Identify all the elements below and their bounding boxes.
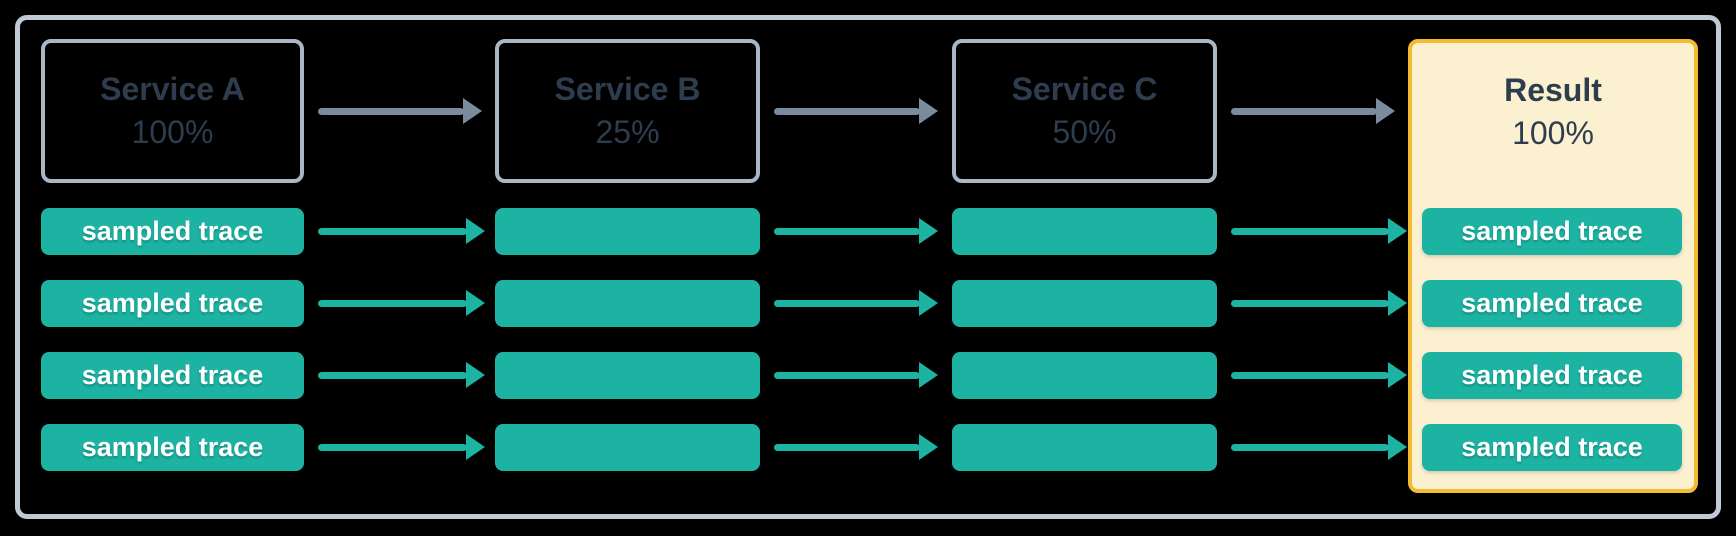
- service-a-box: Service A 100%: [41, 39, 304, 183]
- arrow-right-icon: [1231, 362, 1407, 388]
- trace-bar-label: sampled trace: [1461, 432, 1643, 462]
- arrow-head: [919, 362, 938, 388]
- arrow-shaft: [774, 299, 920, 307]
- service-b-box: Service B 25%: [495, 39, 760, 183]
- service-c-box: Service C 50%: [952, 39, 1217, 183]
- arrow-head: [1376, 98, 1395, 124]
- arrow-shaft: [774, 227, 920, 235]
- trace-bar-label: sampled trace: [81, 432, 264, 462]
- trace-bar-label: sampled trace: [81, 288, 264, 318]
- service-b-name: Service B: [554, 70, 701, 107]
- trace-bar-label: sampled trace: [1461, 216, 1643, 246]
- trace-bar: [495, 424, 760, 471]
- service-a-rate: 100%: [131, 114, 214, 150]
- arrow-shaft: [1231, 299, 1389, 307]
- arrow-head: [919, 218, 938, 244]
- arrow-right-icon: [774, 434, 938, 460]
- arrow-shaft: [318, 227, 467, 235]
- trace-bar: sampled trace: [41, 424, 304, 471]
- arrow-head: [463, 98, 482, 124]
- arrow-right-icon: [318, 98, 482, 124]
- arrow-right-icon: [774, 362, 938, 388]
- service-c-rate: 50%: [1052, 114, 1117, 150]
- arrow-shaft: [774, 443, 920, 451]
- arrow-head: [1388, 290, 1407, 316]
- trace-bar: [952, 280, 1217, 327]
- arrow-shaft: [1231, 371, 1389, 379]
- arrow-head: [466, 218, 485, 244]
- service-c-name: Service C: [1011, 70, 1158, 107]
- arrow-head: [1388, 434, 1407, 460]
- arrow-head: [466, 362, 485, 388]
- arrow-right-icon: [774, 218, 938, 244]
- arrow-right-icon: [1231, 290, 1407, 316]
- trace-bar: [495, 280, 760, 327]
- trace-bar: sampled trace: [1422, 352, 1682, 399]
- trace-bar: sampled trace: [1422, 280, 1682, 327]
- result-rate: 100%: [1512, 115, 1594, 152]
- arrow-head: [919, 434, 938, 460]
- arrow-head: [1388, 218, 1407, 244]
- arrow-right-icon: [318, 434, 485, 460]
- arrow-shaft: [1231, 227, 1389, 235]
- arrow-right-icon: [1231, 98, 1395, 124]
- trace-bar: sampled trace: [1422, 208, 1682, 255]
- arrow-right-icon: [774, 290, 938, 316]
- trace-bar: [952, 352, 1217, 399]
- arrow-head: [919, 98, 938, 124]
- trace-bar-label: sampled trace: [1461, 288, 1643, 318]
- arrow-shaft: [1231, 443, 1389, 451]
- trace-bar: [495, 208, 760, 255]
- arrow-shaft: [318, 299, 467, 307]
- arrow-shaft: [318, 107, 464, 115]
- arrow-head: [466, 434, 485, 460]
- trace-bar: sampled trace: [41, 280, 304, 327]
- service-a-name: Service A: [100, 70, 245, 107]
- arrow-right-icon: [774, 98, 938, 124]
- result-box: Result 100%: [1408, 39, 1698, 493]
- arrow-shaft: [774, 107, 920, 115]
- arrow-head: [466, 290, 485, 316]
- trace-bar: sampled trace: [1422, 424, 1682, 471]
- trace-bar: sampled trace: [41, 352, 304, 399]
- arrow-right-icon: [318, 362, 485, 388]
- diagram-frame: [15, 15, 1721, 519]
- trace-bar: sampled trace: [41, 208, 304, 255]
- trace-bar-label: sampled trace: [81, 360, 264, 390]
- arrow-right-icon: [318, 218, 485, 244]
- result-title: Result: [1504, 72, 1602, 108]
- trace-bar-label: sampled trace: [1461, 360, 1643, 390]
- arrow-head: [1388, 362, 1407, 388]
- arrow-shaft: [318, 371, 467, 379]
- arrow-shaft: [1231, 107, 1377, 115]
- arrow-right-icon: [318, 290, 485, 316]
- arrow-head: [919, 290, 938, 316]
- arrow-right-icon: [1231, 218, 1407, 244]
- trace-bar: [495, 352, 760, 399]
- trace-bar-label: sampled trace: [81, 216, 264, 246]
- arrow-right-icon: [1231, 434, 1407, 460]
- trace-bar: [952, 208, 1217, 255]
- trace-bar: [952, 424, 1217, 471]
- arrow-shaft: [774, 371, 920, 379]
- result-header: Result 100%: [1412, 72, 1694, 152]
- service-b-rate: 25%: [595, 114, 660, 150]
- arrow-shaft: [318, 443, 467, 451]
